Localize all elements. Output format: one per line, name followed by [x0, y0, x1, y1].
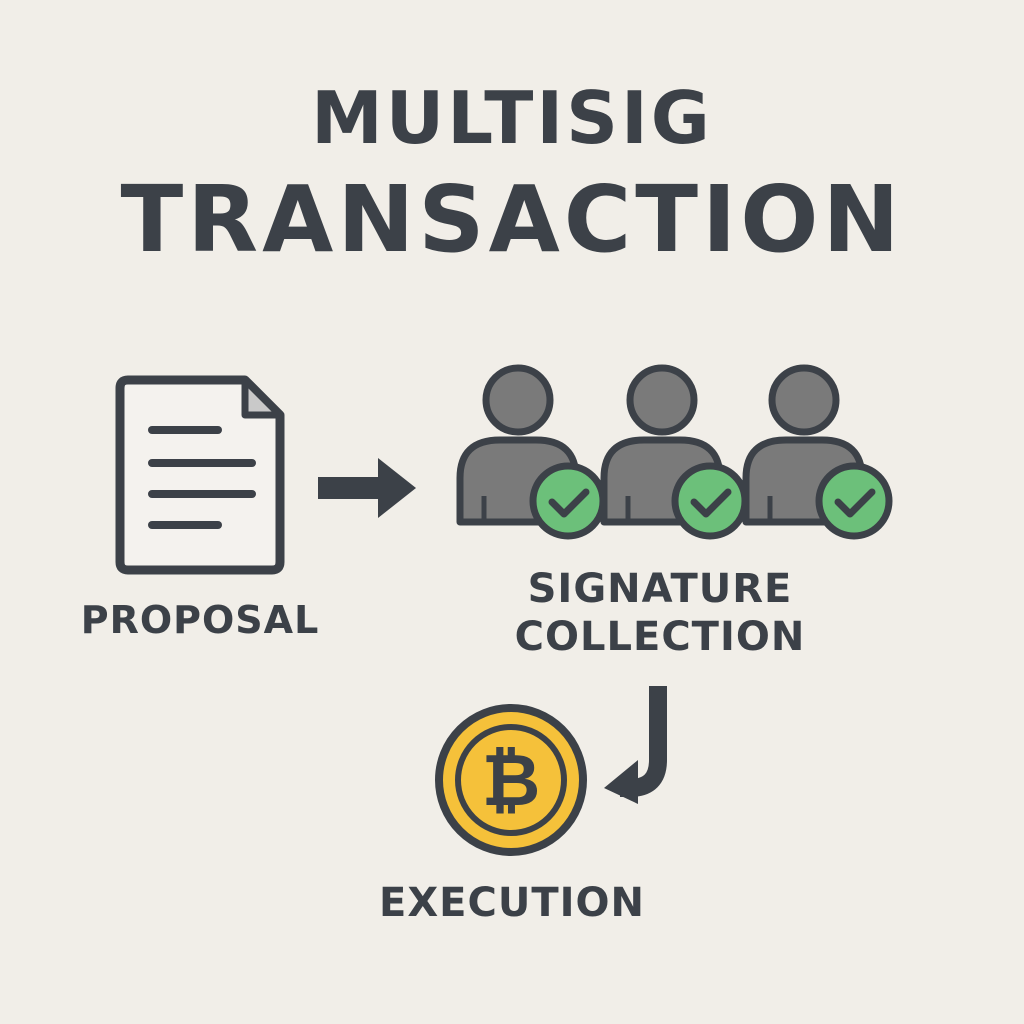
title-line-1: MULTISIG — [311, 76, 713, 160]
document-icon — [115, 375, 285, 575]
signer-2 — [600, 364, 749, 540]
signer-3 — [742, 364, 893, 540]
check-icon — [671, 462, 749, 540]
proposal-label: PROPOSAL — [80, 598, 320, 642]
arrow-curve-icon — [604, 686, 667, 804]
svg-text:₿: ₿ — [482, 738, 541, 822]
signer-1 — [456, 364, 607, 540]
signature-collection-label-line-1: SIGNATURE — [527, 566, 793, 612]
bitcoin-coin-icon: ₿ — [435, 704, 587, 856]
execution-label: EXECUTION — [379, 880, 645, 926]
arrow-right-icon — [318, 458, 416, 518]
check-icon — [815, 462, 893, 540]
signature-collection-label-line-2: COLLECTION — [514, 614, 806, 660]
check-icon — [529, 462, 607, 540]
title-line-2: TRANSACTION — [120, 166, 904, 273]
